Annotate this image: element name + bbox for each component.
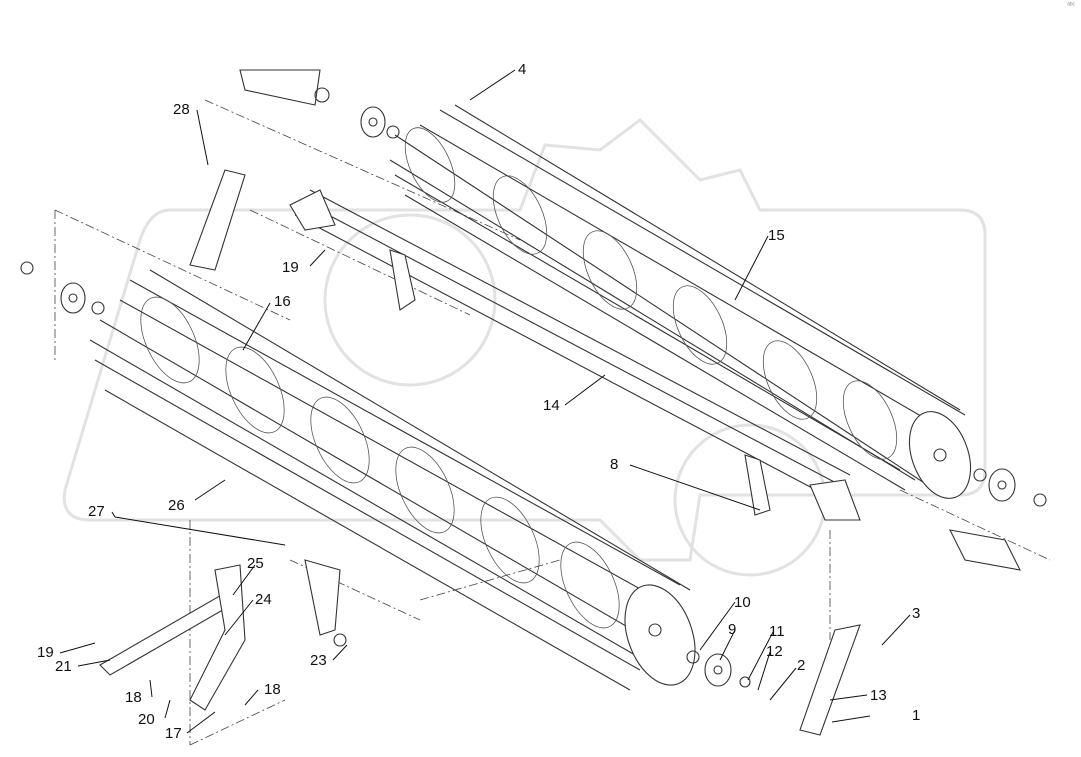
callout-3: 3	[912, 605, 920, 622]
callout-18a: 18	[125, 689, 142, 706]
callout-25: 25	[247, 555, 264, 572]
callout-15: 15	[768, 227, 785, 244]
rear-roller	[389, 104, 972, 499]
callout-9: 9	[728, 621, 736, 638]
callout-28: 28	[173, 101, 190, 118]
leader-lines	[59, 69, 911, 734]
callout-21: 21	[55, 658, 72, 675]
callout-4: 4	[518, 61, 526, 78]
callout-19a: 19	[282, 259, 299, 276]
left-mount-parts	[20, 69, 400, 315]
callout-12: 12	[766, 643, 783, 660]
callout-13: 13	[870, 687, 887, 704]
callout-11: 11	[769, 623, 785, 640]
callout-1: 1	[912, 707, 920, 724]
callout-20: 20	[138, 711, 155, 728]
callout-2: 2	[797, 657, 805, 674]
callout-18b: 18	[264, 681, 281, 698]
callout-24: 24	[255, 591, 272, 608]
callout-17: 17	[165, 725, 182, 742]
right-bearing-parts	[686, 468, 1047, 736]
callout-23: 23	[310, 652, 327, 669]
bottom-bracket-parts	[99, 559, 347, 711]
corner-mark: ᵃᵇᶜ	[1067, 2, 1075, 9]
callout-27: 27	[88, 503, 105, 520]
callout-19b: 19	[37, 644, 54, 661]
frame-tube	[289, 189, 861, 521]
front-roller	[89, 269, 696, 691]
callout-14: 14	[543, 397, 560, 414]
callout-8: 8	[610, 456, 618, 473]
callout-labels: 1 2 3 4 8 9 10 11 12 13 14 15 16 17 18 1…	[37, 61, 920, 742]
callout-10: 10	[734, 594, 751, 611]
callout-26: 26	[168, 497, 185, 514]
callout-16: 16	[274, 293, 291, 310]
